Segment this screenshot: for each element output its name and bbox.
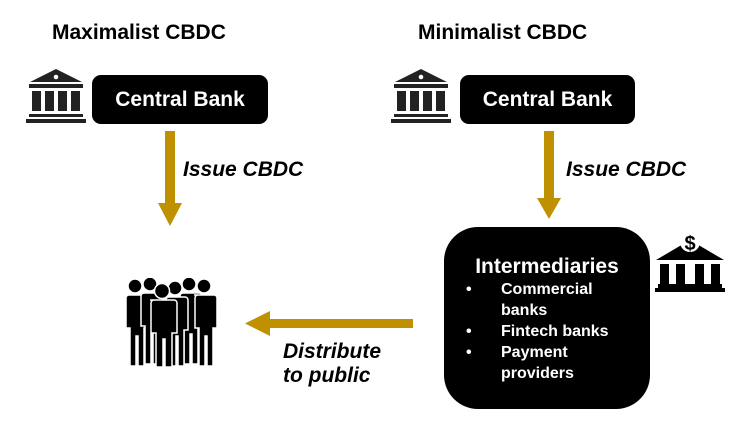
issue-arrow-minimalist	[534, 131, 564, 221]
distribute-label-line2: to public	[283, 364, 371, 387]
bullet: •	[466, 323, 472, 340]
distribute-arrow	[245, 310, 415, 338]
central-bank-box-maximalist: Central Bank	[92, 75, 268, 124]
issue-label-maximalist: Issue CBDC	[183, 158, 304, 181]
bullet: •	[466, 281, 472, 298]
bank-building-icon	[390, 68, 452, 124]
minimalist-heading: Minimalist CBDC	[418, 21, 588, 44]
central-bank-label: Central Bank	[115, 87, 245, 111]
central-bank-label: Central Bank	[482, 87, 613, 111]
bank-building-icon	[25, 68, 87, 124]
list-item-line2: banks	[501, 302, 548, 319]
issue-label-minimalist: Issue CBDC	[566, 158, 687, 181]
distribute-label: Distribute to public	[283, 340, 381, 388]
maximalist-heading: Maximalist CBDC	[52, 21, 226, 44]
issue-arrow-maximalist	[155, 131, 185, 227]
list-item: • Commercial banks	[444, 279, 650, 321]
list-item: • Payment providers	[444, 342, 650, 384]
intermediaries-list: • Commercial banks • Fintech banks • Pay…	[444, 279, 650, 384]
list-item-line1: Payment	[501, 344, 568, 361]
intermediaries-title: Intermediaries	[475, 255, 619, 278]
svg-text:$: $	[684, 233, 695, 255]
intermediaries-box: Intermediaries • Commercial banks • Fint…	[444, 227, 650, 409]
bullet: •	[466, 344, 472, 361]
list-item-line1: Commercial	[501, 281, 593, 298]
central-bank-box-minimalist: Central Bank	[460, 75, 635, 124]
list-item-line2: providers	[501, 365, 574, 382]
distribute-label-line1: Distribute	[283, 340, 382, 363]
people-group-icon	[122, 278, 218, 368]
list-item-line1: Fintech banks	[501, 323, 609, 340]
bank-dollar-icon: $	[654, 228, 726, 294]
list-item: • Fintech banks	[444, 321, 650, 342]
